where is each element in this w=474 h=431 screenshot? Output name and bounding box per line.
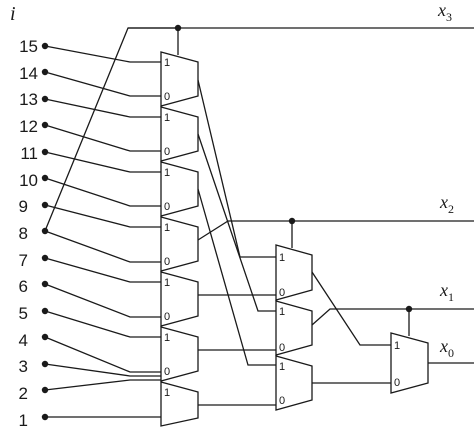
mux-c1-5-label-0: 0 bbox=[164, 311, 170, 323]
wire-in5 bbox=[44, 310, 161, 338]
input-label-6: 6 bbox=[19, 277, 28, 296]
mux-c1-2-label-0: 0 bbox=[164, 146, 170, 158]
output-label-x3: x3 bbox=[437, 0, 452, 24]
mux-c2-1-label-1: 1 bbox=[279, 252, 285, 264]
output-label-x2: x2 bbox=[439, 192, 454, 216]
mux-c1-3 bbox=[160, 161, 199, 217]
wire-c1-3-out bbox=[197, 188, 276, 366]
mux-column-1 bbox=[160, 51, 199, 427]
wire-in7 bbox=[44, 257, 161, 283]
wire-in15 bbox=[44, 45, 161, 63]
mux-column-1-labels: 1 0 1 0 1 0 1 0 1 0 1 0 1 bbox=[164, 57, 170, 399]
wires-c2-to-c3 bbox=[311, 271, 391, 384]
wire-in11 bbox=[44, 151, 161, 173]
mux-c1-6-label-0: 0 bbox=[164, 366, 170, 378]
mux-c2-3-label-0: 0 bbox=[279, 395, 285, 407]
input-labels: 15 14 13 12 11 10 9 8 7 6 5 4 3 2 1 bbox=[19, 37, 38, 430]
wires-c1-to-c2 bbox=[197, 79, 276, 406]
mux-c3-1-label-1: 1 bbox=[394, 340, 400, 352]
mux-c1-4 bbox=[160, 216, 199, 272]
mux-c1-1 bbox=[160, 51, 199, 107]
mux-c2-1 bbox=[275, 244, 313, 301]
mux-c2-3-label-1: 1 bbox=[279, 361, 285, 373]
input-wires bbox=[44, 27, 178, 418]
input-label-1: 1 bbox=[19, 411, 28, 430]
mux-c1-7-label-1: 1 bbox=[164, 387, 170, 399]
index-header: i bbox=[10, 3, 16, 25]
input-label-11: 11 bbox=[20, 144, 38, 163]
mux-c1-5 bbox=[160, 271, 199, 327]
mux-column-2-labels: 1 0 1 0 1 0 bbox=[279, 252, 285, 407]
mux-c1-1-label-0: 0 bbox=[164, 91, 170, 103]
mux-c1-4-label-0: 0 bbox=[164, 256, 170, 268]
mux-c1-2 bbox=[160, 106, 199, 162]
mux-c2-2-label-0: 0 bbox=[279, 342, 285, 354]
mux-c1-2-label-1: 1 bbox=[164, 112, 170, 124]
wire-in13 bbox=[44, 98, 161, 118]
input-label-7: 7 bbox=[19, 251, 28, 270]
input-label-14: 14 bbox=[19, 64, 38, 83]
mux-c3-1-label-0: 0 bbox=[394, 377, 400, 389]
mux-c3-1 bbox=[390, 332, 429, 394]
mux-c1-6-label-1: 1 bbox=[164, 332, 170, 344]
mux-c2-3 bbox=[275, 355, 313, 411]
bus-x2 bbox=[197, 220, 474, 241]
mux-c2-2 bbox=[275, 300, 313, 356]
input-label-9: 9 bbox=[19, 197, 28, 216]
input-label-15: 15 bbox=[19, 37, 38, 56]
wire-in4 bbox=[44, 336, 161, 373]
mux-column-2 bbox=[275, 244, 313, 411]
wire-in6 bbox=[44, 283, 161, 318]
output-label-x1: x1 bbox=[439, 280, 454, 304]
input-label-4: 4 bbox=[19, 331, 28, 350]
wire-c1-2-out bbox=[197, 133, 276, 312]
mux-c1-5-label-1: 1 bbox=[164, 277, 170, 289]
bus-x1 bbox=[311, 308, 474, 326]
input-label-2: 2 bbox=[19, 384, 28, 403]
mux-c1-7 bbox=[160, 381, 199, 427]
mux-c2-2-label-1: 1 bbox=[279, 306, 285, 318]
input-label-13: 13 bbox=[19, 90, 38, 109]
wire-c2-1-out bbox=[311, 271, 391, 346]
mux-c1-6 bbox=[160, 326, 199, 382]
wire-in14 bbox=[44, 71, 161, 97]
wire-in10 bbox=[44, 177, 161, 207]
mux-c1-3-label-1: 1 bbox=[164, 167, 170, 179]
input-label-8: 8 bbox=[19, 224, 28, 243]
output-label-x0: x0 bbox=[439, 336, 454, 360]
input-label-10: 10 bbox=[19, 171, 38, 190]
wire-in12 bbox=[44, 124, 161, 152]
input-label-5: 5 bbox=[19, 304, 28, 323]
wire-in8 bbox=[44, 230, 161, 263]
input-label-3: 3 bbox=[19, 357, 28, 376]
wire-in2 bbox=[44, 379, 161, 391]
mux-c1-3-label-0: 0 bbox=[164, 201, 170, 213]
mux-c1-4-label-1: 1 bbox=[164, 222, 170, 234]
mux-c2-1-label-0: 0 bbox=[279, 287, 285, 299]
wire-in3 bbox=[44, 363, 161, 377]
mux-c1-1-label-1: 1 bbox=[164, 57, 170, 69]
wire-in9 bbox=[44, 204, 161, 228]
input-label-12: 12 bbox=[19, 117, 38, 136]
